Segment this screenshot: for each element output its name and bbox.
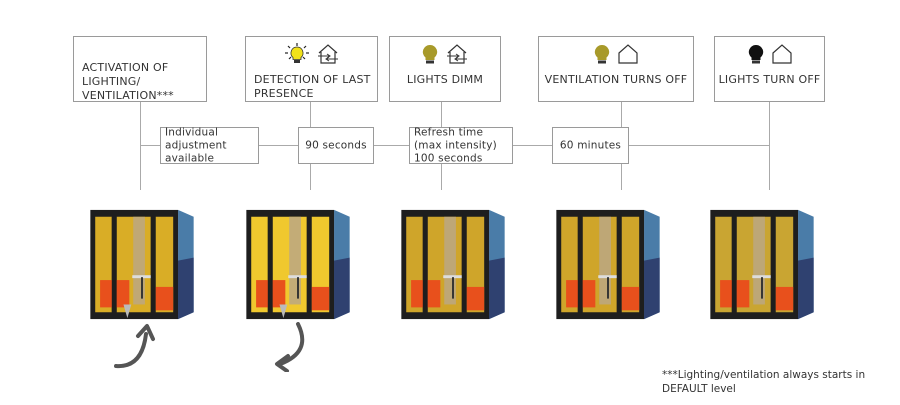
interval-box-refresh: Refresh time (max intensity) 100 seconds	[409, 126, 513, 164]
house-icon	[618, 44, 638, 64]
stage-box-last-presence: DETECTION OF LAST PRESENCE	[245, 36, 378, 102]
stage-label: VENTILATION TURNS OFF	[544, 73, 688, 86]
stage-label: LIGHTS DIMM	[406, 73, 484, 86]
pod-4	[556, 209, 660, 320]
exit-arrow-icon	[275, 322, 305, 372]
interval-box-adjustment: Individual adjustment available	[160, 126, 259, 164]
house-icon	[771, 44, 792, 64]
interval-box-60min: 60 minutes	[552, 127, 629, 164]
stage-box-ventilation-off: VENTILATION TURNS OFF	[538, 36, 694, 102]
connector-stage-5	[769, 102, 770, 190]
interval-box-90s: 90 seconds	[298, 127, 374, 164]
pod-5	[710, 209, 814, 320]
footnote: ***Lighting/ventilation always starts in…	[662, 369, 866, 395]
pod-1	[90, 209, 194, 320]
bulb-dim-icon	[594, 44, 610, 64]
interval-label: 90 seconds	[305, 139, 367, 151]
stage-box-activation: ACTIVATION OF LIGHTING/ VENTILATION***	[73, 36, 207, 102]
stage-label: DETECTION OF LAST PRESENCE	[254, 73, 371, 100]
bulb-bright-icon	[284, 43, 309, 63]
bulb-dim-icon	[422, 44, 438, 64]
connector-stage-1	[140, 102, 141, 190]
interval-label: 60 minutes	[559, 139, 622, 151]
stage-box-lights-off: LIGHTS TURN OFF	[714, 36, 825, 102]
bulb-off-icon	[748, 44, 763, 64]
interval-label: Individual adjustment available	[165, 126, 227, 164]
pod-2	[246, 209, 350, 320]
interval-label: Refresh time (max intensity) 100 seconds	[414, 126, 497, 164]
house-ventilation-icon	[447, 44, 467, 64]
stage-box-lights-dimm: LIGHTS DIMM	[389, 36, 501, 102]
house-ventilation-icon	[317, 44, 338, 64]
enter-arrow-icon	[114, 324, 155, 369]
pod-3	[401, 209, 505, 320]
stage-label: LIGHTS TURN OFF	[718, 73, 821, 86]
stage-label: ACTIVATION OF LIGHTING/ VENTILATION***	[82, 61, 174, 102]
